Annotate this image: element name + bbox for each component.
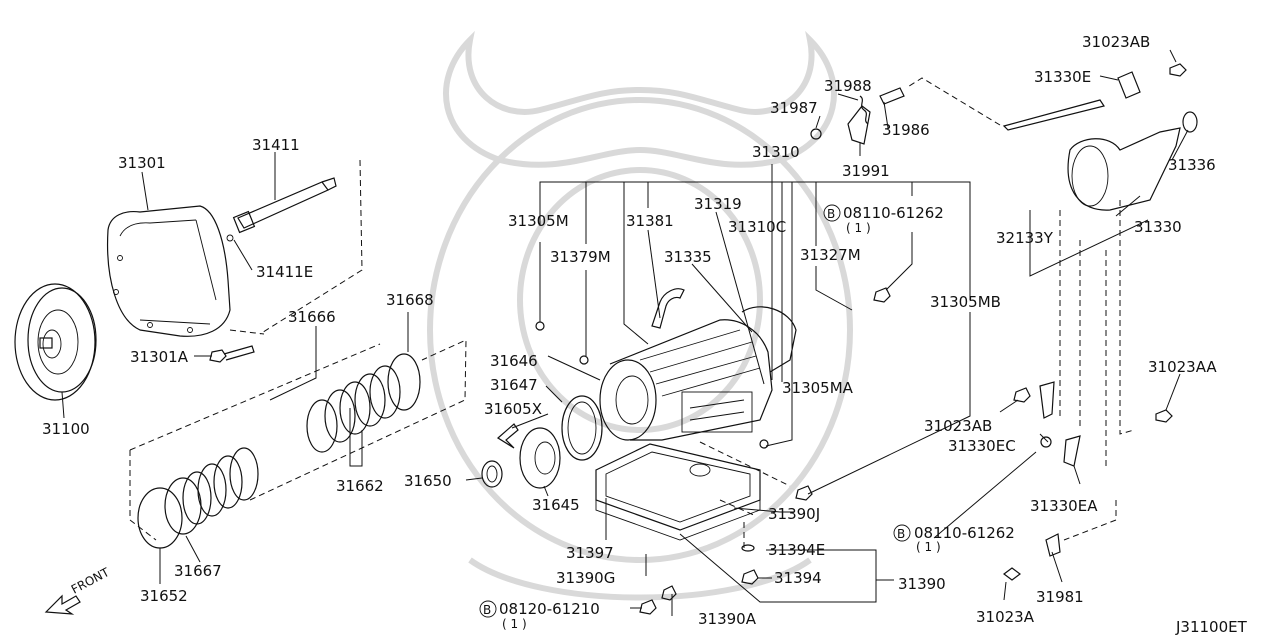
label-31330E: 31330E — [1034, 68, 1091, 86]
label-31305MA: 31305MA — [782, 379, 854, 397]
label-08110-top: 08110-61262 — [843, 204, 944, 222]
front-label: FRONT — [69, 565, 112, 597]
pump-seals — [481, 395, 603, 489]
filler-tube — [651, 288, 685, 329]
converter-housing — [106, 205, 231, 337]
label-31330EC: 31330EC — [948, 437, 1016, 455]
label-31647: 31647 — [490, 376, 538, 394]
label-31305M: 31305M — [508, 212, 569, 230]
label-31645: 31645 — [532, 496, 580, 514]
label-31330EA: 31330EA — [1030, 497, 1098, 515]
diagram-id: J31100ET — [1175, 618, 1248, 636]
label-31981: 31981 — [1036, 588, 1084, 606]
label-31301: 31301 — [118, 154, 166, 172]
label-31390A: 31390A — [698, 610, 757, 628]
label-31310C: 31310C — [728, 218, 786, 236]
label-31390G: 31390G — [556, 569, 615, 587]
label-31379M: 31379M — [550, 248, 611, 266]
label-31335: 31335 — [664, 248, 712, 266]
label-31605X: 31605X — [484, 400, 542, 418]
label-31394E: 31394E — [768, 541, 825, 559]
qty-08120: ( 1 ) — [502, 617, 527, 631]
small-parts-top — [810, 87, 905, 145]
label-31646: 31646 — [490, 352, 538, 370]
front-arrow: FRONT — [44, 565, 112, 615]
watermark-emblem — [427, 30, 853, 601]
label-31330: 31330 — [1134, 218, 1182, 236]
label-31305MB: 31305MB — [930, 293, 1001, 311]
qty-08110-top: ( 1 ) — [846, 221, 871, 235]
label-31667: 31667 — [174, 562, 222, 580]
leader-lines — [61, 49, 1189, 616]
label-31411: 31411 — [252, 136, 300, 154]
input-shaft — [226, 177, 337, 242]
label-31336: 31336 — [1168, 156, 1216, 174]
label-31394: 31394 — [774, 569, 822, 587]
bolt-marker-right: B — [897, 527, 905, 541]
label-31390: 31390 — [898, 575, 946, 593]
label-31327M: 31327M — [800, 246, 861, 264]
transmission-case — [599, 306, 797, 441]
label-31301A: 31301A — [130, 348, 189, 366]
label-31411E: 31411E — [256, 263, 313, 281]
bolt-markers: B B B — [479, 204, 911, 618]
label-31023AB-top: 31023AB — [1082, 33, 1150, 51]
label-31662: 31662 — [336, 477, 384, 495]
clutch-pack — [137, 353, 421, 549]
label-31668: 31668 — [386, 291, 434, 309]
label-31023AA: 31023AA — [1148, 358, 1217, 376]
label-31666: 31666 — [288, 308, 336, 326]
label-31381: 31381 — [626, 212, 674, 230]
bolt-marker-top: B — [827, 207, 835, 221]
bolt-marker-bottom: B — [483, 603, 491, 617]
label-31650: 31650 — [404, 472, 452, 490]
dashed-lines — [129, 77, 1135, 548]
label-31023A: 31023A — [976, 608, 1035, 626]
label-31986: 31986 — [882, 121, 930, 139]
label-31023AB-mid: 31023AB — [924, 417, 992, 435]
label-31652: 31652 — [140, 587, 188, 605]
label-32133Y: 32133Y — [996, 229, 1054, 247]
label-31319: 31319 — [694, 195, 742, 213]
bolt-31301A — [209, 345, 255, 363]
label-31991: 31991 — [842, 162, 890, 180]
label-31987: 31987 — [770, 99, 818, 117]
label-31100: 31100 — [42, 420, 90, 438]
label-08120: 08120-61210 — [499, 600, 600, 618]
label-31397: 31397 — [566, 544, 614, 562]
label-31988: 31988 — [824, 77, 872, 95]
qty-08110-bottom: ( 1 ) — [916, 540, 941, 554]
label-31310: 31310 — [752, 143, 800, 161]
extension-housing — [1002, 63, 1198, 581]
label-08110-bottom: 08110-61262 — [914, 524, 1015, 542]
label-31390J: 31390J — [768, 505, 820, 523]
torque-converter — [14, 283, 97, 401]
part-labels: 31023AB 31330E 31988 31987 31986 31411 3… — [42, 33, 1217, 631]
oil-pan — [595, 443, 761, 541]
